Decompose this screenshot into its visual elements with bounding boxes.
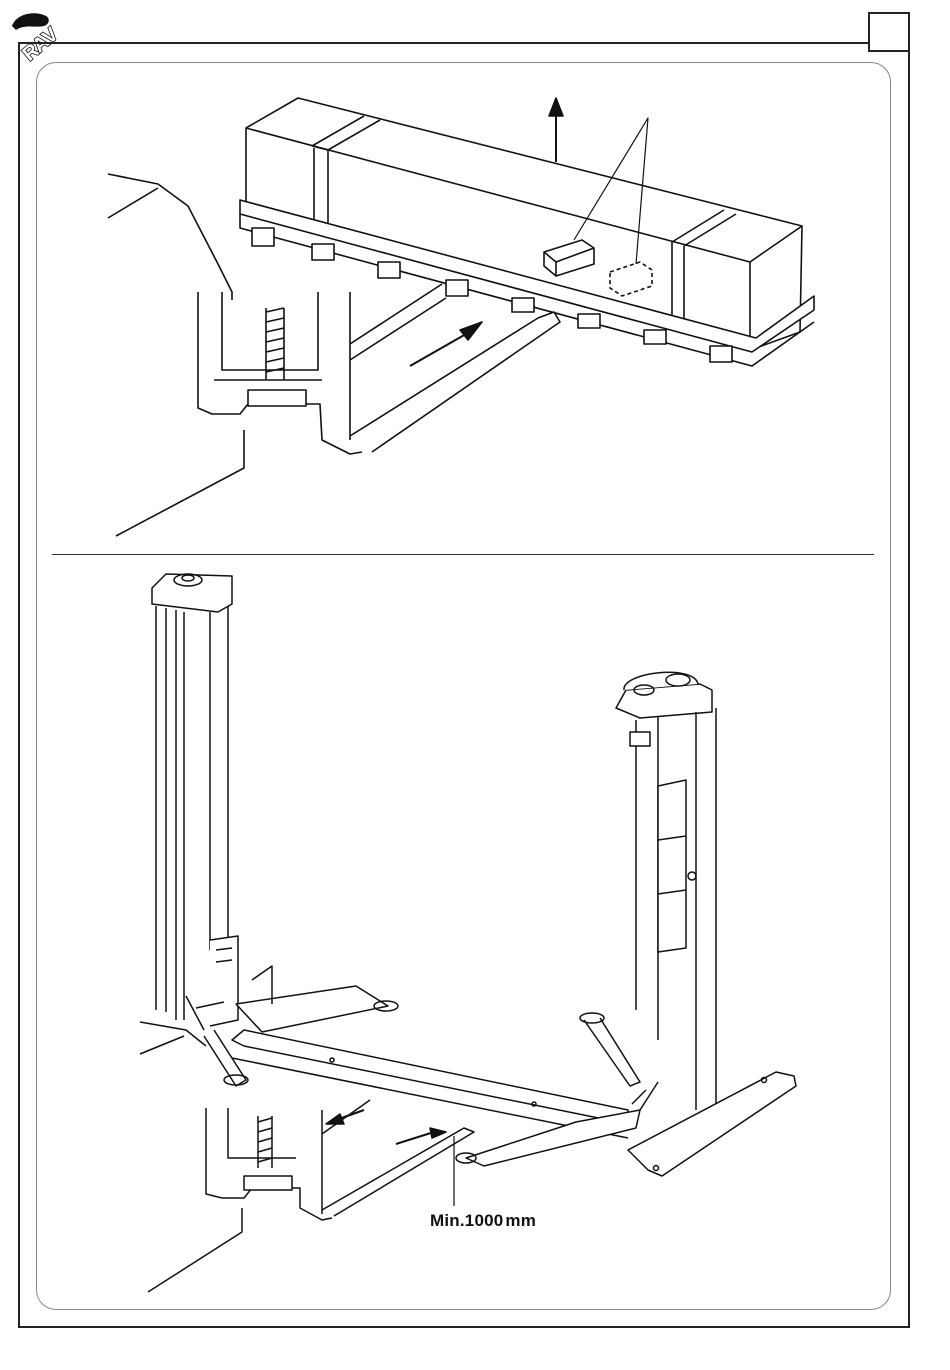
dimension-value: Min.1000 (430, 1211, 503, 1230)
two-post-lift-illustration (0, 560, 950, 1320)
dimension-unit: mm (505, 1211, 536, 1230)
lift-arrow-icon (549, 98, 563, 162)
forklift-crate-illustration (0, 0, 950, 560)
